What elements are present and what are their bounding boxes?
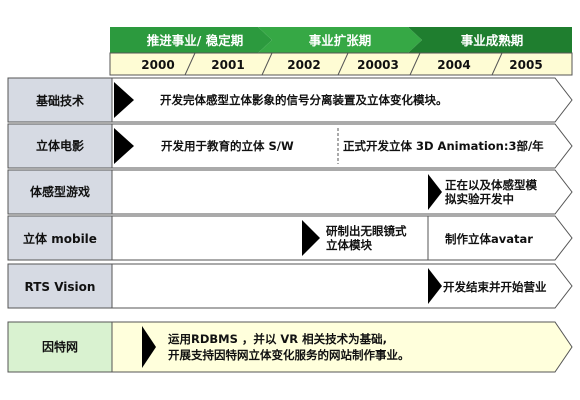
row-internet: 因特网 运用RDBMS ，并以 VR 相关技术为基础, 开展支持因特网立体变化服… (7, 321, 573, 373)
row-label: RTS Vision (25, 280, 96, 294)
start-marker-icon (114, 128, 134, 164)
row-text: 开发完体感型立体影象的信号分离装置及立体变化模块。 (160, 93, 448, 107)
row-arrow-body (111, 169, 573, 215)
row-label: 体感型游戏 (30, 184, 90, 199)
year-label-2005: 2005 (509, 58, 542, 72)
year-label-2001: 2001 (211, 58, 244, 72)
row-text-2: 立体模块 (326, 238, 372, 252)
row-arrow-body (111, 321, 573, 373)
phase-label-1: 推进事业/ 稳定期 (147, 33, 243, 48)
row-basic-tech: 基础技术 开发完体感型立体影象的信号分离装置及立体变化模块。 (7, 77, 573, 123)
row-label-box (7, 215, 113, 261)
internet-text-2: 开展支持因特网立体变化服务的网站制作事业。 (168, 348, 410, 362)
year-label-2002: 2002 (287, 58, 320, 72)
row-arrow-body (111, 77, 573, 123)
year-row: 2000 2001 2002 20003 2004 2005 (109, 52, 573, 76)
row-text-3: 制作立体avatar (445, 232, 533, 246)
row-motion-game: 体感型游戏 正在以及体感型模 拟实验开发中 (7, 169, 573, 215)
row-label: 基础技术 (35, 93, 84, 108)
start-marker-icon (142, 326, 156, 368)
row-label-box (7, 123, 113, 169)
row-text-2: 拟实验开发中 (445, 192, 514, 206)
row-text-1: 开发用于教育的立体 S/W (161, 139, 294, 153)
row-stereo-mobile: 立体 mobile 研制出无眼镜式 立体模块 制作立体avatar (7, 215, 573, 261)
internet-text-1: 运用RDBMS ，并以 VR 相关技术为基础, (168, 332, 387, 346)
row-label-box (7, 321, 113, 373)
row-text: 开发结束并开始营业 (443, 280, 547, 294)
row-text-2: 正式开发立体 3D Animation:3部/年 (343, 139, 544, 153)
year-label-20003: 20003 (357, 58, 399, 72)
start-marker-icon (428, 174, 442, 210)
row-label: 立体 mobile (23, 231, 97, 246)
row-arrow-body (111, 123, 573, 169)
row-text-1: 正在以及体感型模 (445, 178, 537, 192)
year-label-2004: 2004 (437, 58, 470, 72)
year-label-2000: 2000 (141, 58, 174, 72)
row-label: 因特网 (42, 339, 78, 354)
start-marker-icon (428, 268, 442, 304)
phase-bar-2 (258, 27, 422, 53)
phase-label-3: 事业成熟期 (461, 33, 524, 48)
start-marker-icon (302, 220, 320, 256)
phase-bar-1 (110, 27, 272, 53)
row-arrow-body (111, 215, 573, 261)
row-rts-vision: RTS Vision 开发结束并开始营业 (7, 263, 573, 309)
row-label: 立体电影 (36, 138, 84, 153)
start-marker-icon (114, 82, 134, 118)
phase-label-2: 事业扩张期 (309, 33, 372, 48)
row-arrow-body (111, 263, 573, 309)
row-stereo-film: 立体电影 开发用于教育的立体 S/W 正式开发立体 3D Animation:3… (7, 123, 573, 169)
phase-header: 推进事业/ 稳定期 事业扩张期 事业成熟期 (110, 27, 572, 53)
row-text-1: 研制出无眼镜式 (326, 224, 407, 238)
phase-bar-3 (408, 27, 572, 53)
